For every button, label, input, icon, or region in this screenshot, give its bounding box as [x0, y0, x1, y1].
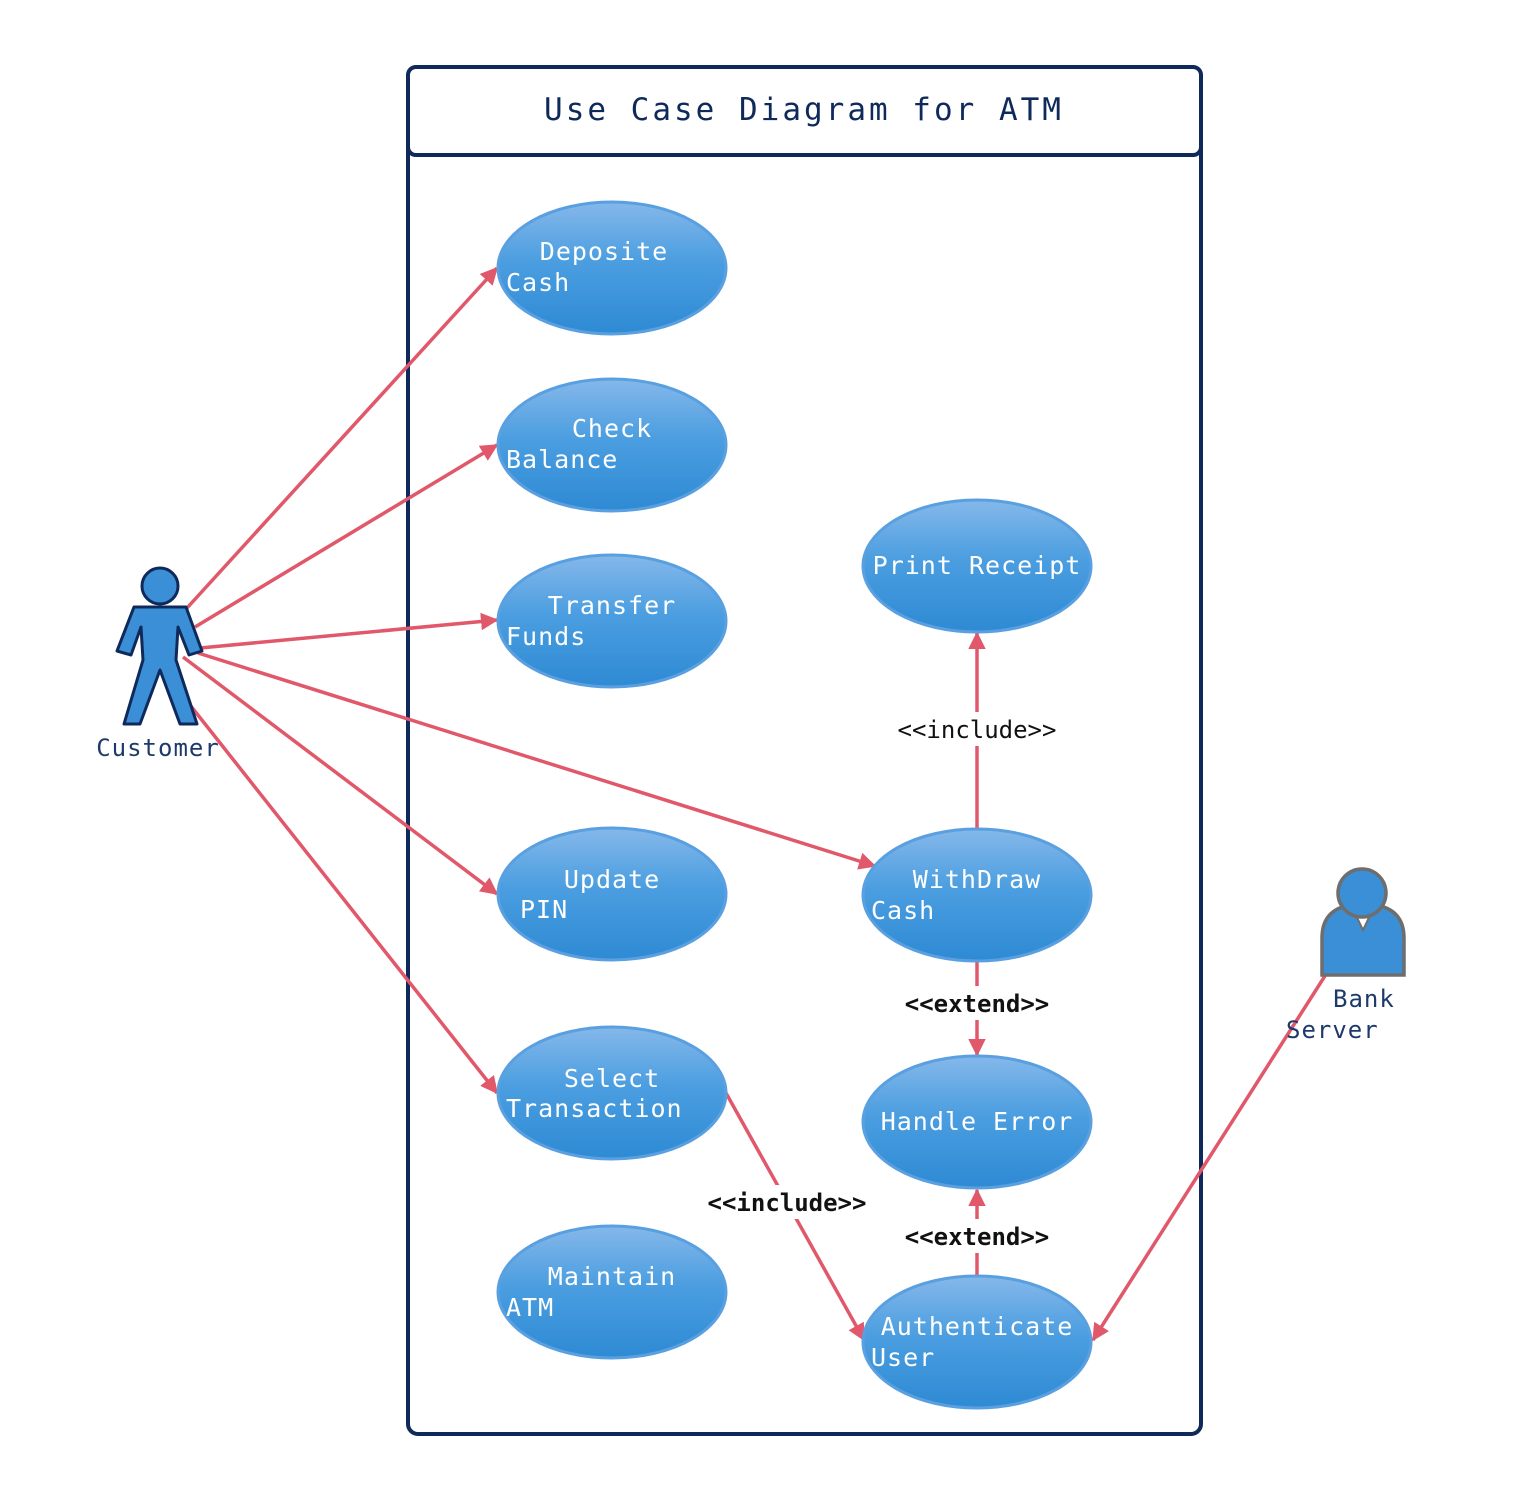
- use-case-label: WithDraw: [913, 865, 1041, 894]
- use-case-update-pin[interactable]: Update PIN: [496, 826, 728, 962]
- use-case-label: Transfer: [548, 591, 676, 620]
- use-case-select-transaction[interactable]: Select Transaction: [496, 1025, 728, 1161]
- relation-labels: <<include>> <<extend>> <<include>> <<ext…: [705, 712, 1056, 1253]
- use-case-label: Update: [564, 865, 660, 894]
- assoc-withdraw-cash: [197, 651, 877, 870]
- label-extend-auth: <<extend>>: [905, 1223, 1050, 1251]
- use-case-label: Cash: [871, 896, 935, 925]
- assoc-bank-server: [1091, 967, 1332, 1342]
- actor-label: Bank: [1333, 985, 1395, 1013]
- use-case-label: Authenticate: [881, 1312, 1074, 1341]
- use-case-label: Balance: [506, 445, 618, 474]
- use-case-check-balance[interactable]: Check Balance: [496, 377, 728, 513]
- use-case-print-receipt[interactable]: Print Receipt: [861, 498, 1093, 634]
- title-box: [406, 65, 1203, 157]
- label-include-receipt: <<include>>: [898, 716, 1057, 744]
- use-case-label: Funds: [506, 622, 586, 651]
- use-case-label: Handle Error: [881, 1107, 1074, 1136]
- label-include-auth: <<include>>: [708, 1189, 867, 1217]
- use-case-label: Deposite: [540, 237, 668, 266]
- use-case-label: Check: [572, 414, 652, 443]
- use-case-label: ATM: [506, 1293, 554, 1322]
- use-case-handle-error[interactable]: Handle Error: [861, 1054, 1093, 1190]
- use-case-withdraw-cash[interactable]: WithDraw Cash: [861, 827, 1093, 963]
- use-case-label: Select: [564, 1064, 660, 1093]
- assoc-update-pin: [181, 655, 499, 896]
- person-icon: [1320, 867, 1406, 977]
- use-case-label: PIN: [520, 895, 568, 924]
- label-extend-withdraw: <<extend>>: [905, 990, 1050, 1018]
- actor-label: Server: [1286, 1016, 1379, 1044]
- assoc-transfer-funds: [199, 612, 499, 650]
- use-case-authenticate-user[interactable]: Authenticate User: [861, 1274, 1093, 1410]
- assoc-check-balance: [194, 443, 499, 629]
- use-case-label: Transaction: [506, 1094, 683, 1123]
- use-case-label: Cash: [506, 268, 570, 297]
- assoc-select-transaction: [188, 703, 499, 1095]
- use-case-label: Maintain: [548, 1262, 676, 1291]
- stick-figure-icon: [115, 566, 204, 726]
- use-case-label: Print Receipt: [873, 551, 1082, 580]
- use-case-deposit-cash[interactable]: Deposite Cash: [496, 200, 728, 336]
- actor-bank-server[interactable]: Bank Server: [1286, 867, 1406, 1044]
- actor-customer[interactable]: Customer: [96, 566, 220, 762]
- assoc-deposit-cash: [185, 266, 499, 610]
- actor-label: Customer: [96, 734, 220, 762]
- use-case-label: User: [871, 1343, 935, 1372]
- use-case-maintain-atm[interactable]: Maintain ATM: [496, 1224, 728, 1360]
- use-case-transfer-funds[interactable]: Transfer Funds: [496, 553, 728, 689]
- diagram-title: Use Case Diagram for ATM: [544, 92, 1064, 128]
